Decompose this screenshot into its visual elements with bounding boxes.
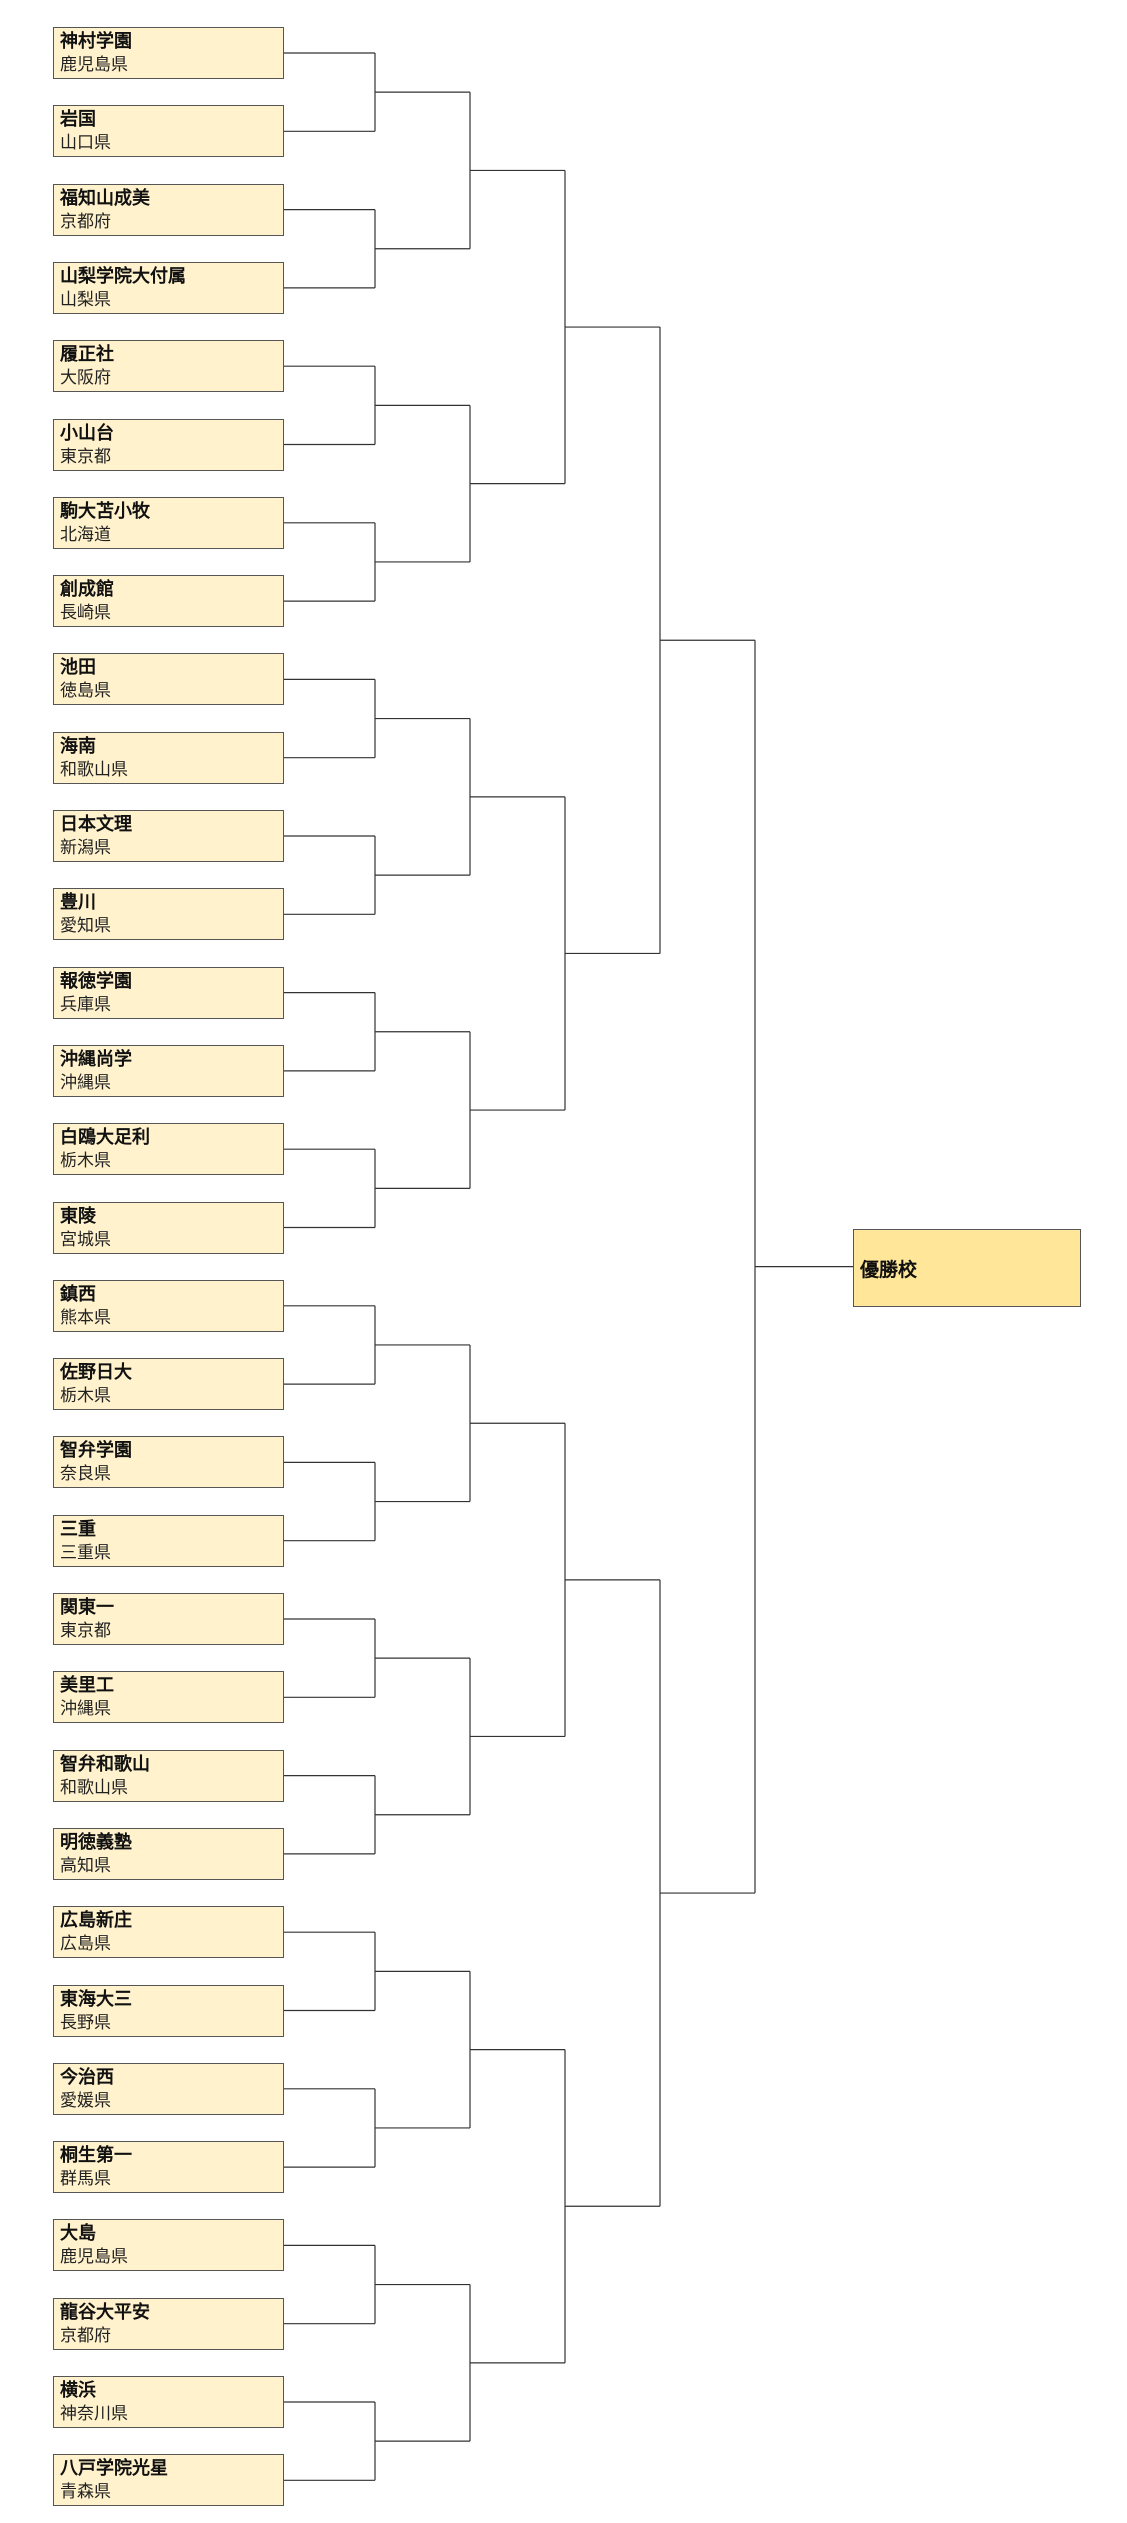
team-box: 横浜神奈川県	[53, 2376, 284, 2428]
team-box: 龍谷大平安京都府	[53, 2298, 284, 2350]
team-prefecture: 高知県	[60, 1856, 111, 1876]
team-prefecture: 愛媛県	[60, 2091, 111, 2111]
team-box: 佐野日大栃木県	[53, 1358, 284, 1410]
team-box: 池田徳島県	[53, 653, 284, 705]
team-box: 桐生第一群馬県	[53, 2141, 284, 2193]
team-box: 関東一東京都	[53, 1593, 284, 1645]
team-box: 美里工沖縄県	[53, 1671, 284, 1723]
team-prefecture: 栃木県	[60, 1386, 111, 1406]
team-name: 神村学園	[60, 31, 132, 52]
team-prefecture: 大阪府	[60, 368, 111, 388]
team-name: 広島新庄	[60, 1910, 132, 1931]
team-box: 山梨学院大付属山梨県	[53, 262, 284, 314]
team-box: 智弁学園奈良県	[53, 1436, 284, 1488]
team-prefecture: 徳島県	[60, 681, 111, 701]
team-name: 小山台	[60, 423, 114, 444]
team-box: 駒大苫小牧北海道	[53, 497, 284, 549]
team-prefecture: 奈良県	[60, 1464, 111, 1484]
team-prefecture: 栃木県	[60, 1151, 111, 1171]
team-name: 東陵	[60, 1206, 96, 1227]
team-box: 神村学園鹿児島県	[53, 27, 284, 79]
team-name: 八戸学院光星	[60, 2458, 168, 2479]
team-box: 大島鹿児島県	[53, 2219, 284, 2271]
team-box: 今治西愛媛県	[53, 2063, 284, 2115]
team-box: 海南和歌山県	[53, 732, 284, 784]
team-name: 福知山成美	[60, 188, 150, 209]
team-name: 岩国	[60, 109, 96, 130]
team-box: 八戸学院光星青森県	[53, 2454, 284, 2506]
team-name: 海南	[60, 736, 96, 757]
team-prefecture: 京都府	[60, 2326, 111, 2346]
team-name: 龍谷大平安	[60, 2302, 150, 2323]
team-box: 東海大三長野県	[53, 1985, 284, 2037]
team-box: 創成館長崎県	[53, 575, 284, 627]
team-prefecture: 新潟県	[60, 838, 111, 858]
team-name: 智弁和歌山	[60, 1754, 150, 1775]
team-prefecture: 広島県	[60, 1934, 111, 1954]
team-prefecture: 京都府	[60, 212, 111, 232]
team-box: 豊川愛知県	[53, 888, 284, 940]
team-name: 桐生第一	[60, 2145, 132, 2166]
team-prefecture: 山口県	[60, 133, 111, 153]
team-name: 山梨学院大付属	[60, 266, 186, 287]
team-box: 明徳義塾高知県	[53, 1828, 284, 1880]
team-name: 豊川	[60, 892, 96, 913]
team-prefecture: 愛知県	[60, 916, 111, 936]
team-prefecture: 山梨県	[60, 290, 111, 310]
team-prefecture: 宮城県	[60, 1230, 111, 1250]
champion-box: 優勝校	[853, 1229, 1081, 1307]
team-prefecture: 長野県	[60, 2013, 111, 2033]
team-box: 報徳学園兵庫県	[53, 967, 284, 1019]
team-box: 三重三重県	[53, 1515, 284, 1567]
team-box: 広島新庄広島県	[53, 1906, 284, 1958]
team-prefecture: 兵庫県	[60, 995, 111, 1015]
team-name: 日本文理	[60, 814, 132, 835]
team-name: 東海大三	[60, 1989, 132, 2010]
team-name: 鎮西	[60, 1284, 96, 1305]
team-box: 智弁和歌山和歌山県	[53, 1750, 284, 1802]
team-name: 白鴎大足利	[60, 1127, 150, 1148]
team-name: 佐野日大	[60, 1362, 132, 1383]
team-name: 智弁学園	[60, 1440, 132, 1461]
team-prefecture: 鹿児島県	[60, 2247, 128, 2267]
team-prefecture: 沖縄県	[60, 1073, 111, 1093]
team-box: 沖縄尚学沖縄県	[53, 1045, 284, 1097]
team-name: 報徳学園	[60, 971, 132, 992]
team-prefecture: 熊本県	[60, 1308, 111, 1328]
team-name: 美里工	[60, 1675, 114, 1696]
team-prefecture: 三重県	[60, 1543, 111, 1563]
team-box: 鎮西熊本県	[53, 1280, 284, 1332]
team-name: 履正社	[60, 344, 114, 365]
team-prefecture: 青森県	[60, 2482, 111, 2502]
team-prefecture: 北海道	[60, 525, 111, 545]
team-prefecture: 和歌山県	[60, 1778, 128, 1798]
team-name: 池田	[60, 657, 96, 678]
team-box: 小山台東京都	[53, 419, 284, 471]
team-prefecture: 群馬県	[60, 2169, 111, 2189]
team-box: 履正社大阪府	[53, 340, 284, 392]
team-name: 三重	[60, 1519, 96, 1540]
team-name: 創成館	[60, 579, 114, 600]
team-prefecture: 和歌山県	[60, 760, 128, 780]
team-prefecture: 沖縄県	[60, 1699, 111, 1719]
team-prefecture: 長崎県	[60, 603, 111, 623]
team-name: 横浜	[60, 2380, 96, 2401]
team-name: 今治西	[60, 2067, 114, 2088]
team-name: 駒大苫小牧	[60, 501, 150, 522]
team-name: 大島	[60, 2223, 96, 2244]
team-name: 沖縄尚学	[60, 1049, 132, 1070]
team-box: 白鴎大足利栃木県	[53, 1123, 284, 1175]
team-box: 日本文理新潟県	[53, 810, 284, 862]
team-name: 明徳義塾	[60, 1832, 132, 1853]
team-box: 福知山成美京都府	[53, 184, 284, 236]
team-box: 岩国山口県	[53, 105, 284, 157]
team-prefecture: 神奈川県	[60, 2404, 128, 2424]
champion-label: 優勝校	[860, 1258, 918, 1281]
team-box: 東陵宮城県	[53, 1202, 284, 1254]
team-prefecture: 東京都	[60, 447, 111, 467]
team-prefecture: 鹿児島県	[60, 55, 128, 75]
team-prefecture: 東京都	[60, 1621, 111, 1641]
team-name: 関東一	[60, 1597, 114, 1618]
